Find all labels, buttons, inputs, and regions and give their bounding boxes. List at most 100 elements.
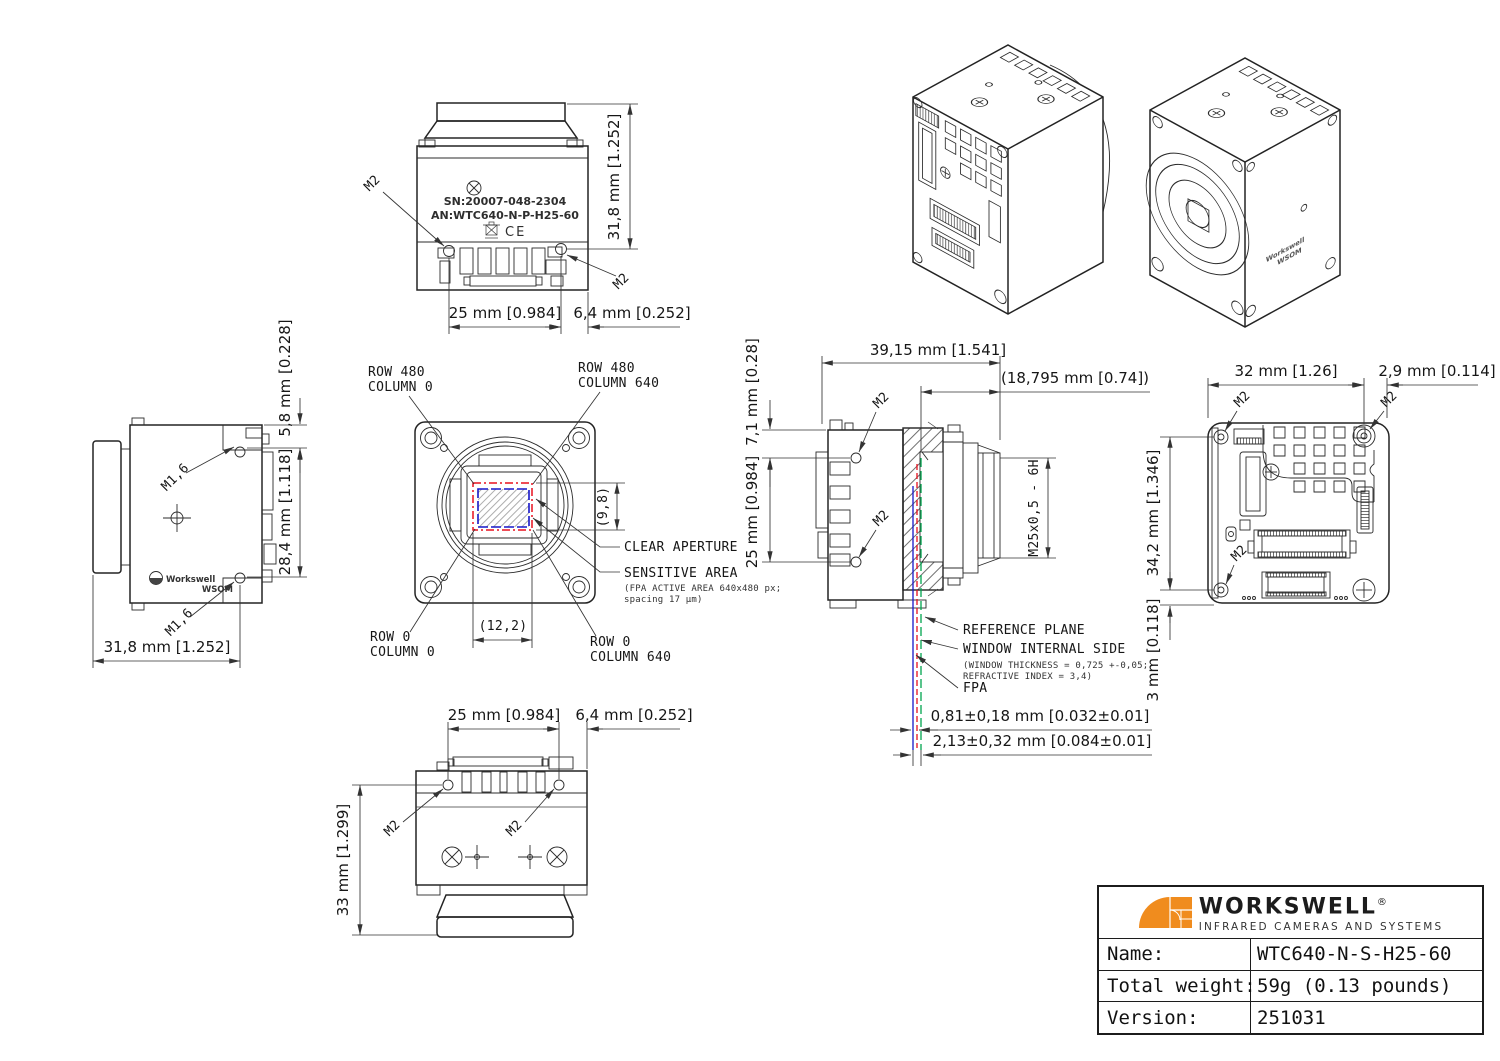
body-section bbox=[827, 429, 904, 601]
m2-tapped-hole-top bbox=[850, 452, 862, 464]
ce-mark: CE bbox=[505, 225, 526, 240]
sensor-corner-label: ROW 0 bbox=[370, 630, 411, 645]
lens-mount-rings bbox=[436, 436, 574, 574]
workswell-logo-icon bbox=[1138, 897, 1192, 928]
m2-hole-right bbox=[553, 779, 565, 791]
dim-label: (18,795 mm [0.74]) bbox=[1001, 369, 1149, 387]
m16-hole-top bbox=[234, 446, 246, 458]
dim-label: 25 mm [0.984] bbox=[743, 456, 761, 569]
workswell-side-logo: Workswell WSOM bbox=[149, 571, 233, 595]
thread-label: M2 bbox=[1378, 388, 1400, 410]
side-logo-model: WSOM bbox=[202, 585, 233, 595]
screw-head-icon bbox=[466, 180, 482, 196]
board-connector bbox=[469, 275, 537, 287]
bottom-slots bbox=[461, 771, 546, 793]
dim-label: 34,2 mm [1.346] bbox=[1144, 450, 1162, 577]
view-bottom: M2 M2 25 mm [0.984] 6,4 mm [0.252] 33 mm… bbox=[334, 706, 693, 938]
view-top: SN:20007-048-2304 AN:WTC640-N-P-H25-60 C… bbox=[361, 102, 691, 334]
iso-back-face-details bbox=[913, 97, 1008, 305]
side-connector-teeth bbox=[261, 451, 274, 511]
dim-label: 6,4 mm [0.252] bbox=[573, 304, 690, 322]
clear-aperture-label: CLEAR APERTURE bbox=[624, 540, 738, 555]
dim-label: 2,9 mm [0.114] bbox=[1378, 362, 1495, 380]
thread-label: M1,6 bbox=[159, 461, 193, 495]
thread-label: M2 bbox=[1231, 388, 1253, 410]
sensitive-area-note: (FPA ACTIVE AREA 640x480 px; bbox=[624, 584, 781, 594]
sensor-corner-label: COLUMN 640 bbox=[578, 376, 659, 391]
sensitive-area-rect bbox=[477, 488, 530, 528]
thread-label: M2 bbox=[870, 507, 892, 529]
dim-label: 6,4 mm [0.252] bbox=[575, 706, 692, 724]
sensitive-area-label: SENSITIVE AREA bbox=[624, 566, 738, 581]
dim-label: 5,8 mm [0.228] bbox=[276, 319, 294, 436]
brand-name: WORKSWELL bbox=[1198, 894, 1377, 920]
thread-label: M1,6 bbox=[163, 606, 197, 640]
right-component bbox=[545, 246, 567, 287]
sensor-corner-label: ROW 0 bbox=[590, 635, 631, 650]
view-back: M2 M2 M2 32 mm [1.26] 2,9 mm [0.114] 34,… bbox=[1144, 362, 1496, 701]
iso-top-face-details bbox=[970, 51, 1091, 107]
sensor-corner-label: COLUMN 640 bbox=[590, 650, 671, 665]
window-pocket bbox=[919, 451, 944, 563]
row-label: Version: bbox=[1099, 1002, 1251, 1034]
iso-view-front: Workswell WSOM bbox=[1145, 57, 1341, 328]
view-front: ROW 480 COLUMN 0 ROW 480 COLUMN 640 ROW … bbox=[368, 361, 781, 665]
dim-label: 7,1 mm [0.28] bbox=[743, 338, 761, 446]
camera-front-flange bbox=[414, 421, 596, 604]
window-note: (WINDOW THICKNESS = 0,725 +-0,05; bbox=[963, 661, 1148, 671]
heatsink-waffle bbox=[1273, 426, 1366, 493]
dim-label: 31,8 mm [1.252] bbox=[104, 638, 231, 656]
m2-hole-right bbox=[555, 243, 567, 255]
thread-label: M2 bbox=[610, 270, 632, 292]
m2-hole-left bbox=[442, 779, 454, 791]
left-component bbox=[437, 247, 455, 284]
iso-view-rear bbox=[912, 44, 1110, 315]
camera-body-top bbox=[416, 145, 589, 291]
article-number: AN:WTC640-N-P-H25-60 bbox=[431, 209, 579, 222]
m2-tapped-hole-bottom bbox=[850, 556, 862, 568]
thread-label: M2 bbox=[1228, 542, 1250, 564]
dim-label: 0,81±0,18 mm [0.032±0.01] bbox=[931, 707, 1150, 725]
dim-label: 39,15 mm [1.541] bbox=[870, 341, 1006, 359]
title-row-version: Version: 251031 bbox=[1099, 1002, 1482, 1034]
lens-barrel-section bbox=[942, 424, 1001, 586]
reference-plane-label: REFERENCE PLANE bbox=[963, 623, 1085, 638]
view-side: Workswell WSOM M1,6 M1,6 5,8 mm [0.228] … bbox=[92, 319, 307, 668]
dim-label: 33 mm [1.299] bbox=[334, 804, 352, 917]
window-internal-side-label: WINDOW INTERNAL SIDE bbox=[963, 642, 1126, 657]
lens-cap-side bbox=[92, 440, 122, 574]
dim-label: 2,13±0,32 mm [0.084±0.01] bbox=[933, 732, 1152, 750]
thread-label: M2 bbox=[361, 172, 383, 194]
fpa-label: FPA bbox=[963, 681, 987, 696]
brand-line: WORKSWELL® bbox=[1199, 892, 1443, 918]
camera-body-back bbox=[1207, 422, 1390, 604]
view-section: M2 M2 39,15 mm [1.541] (18,795 mm [0.74]… bbox=[743, 338, 1152, 766]
title-block-logo-row: WORKSWELL® INFRARED CAMERAS AND SYSTEMS bbox=[1099, 887, 1482, 939]
row-label: Total weight: bbox=[1099, 970, 1256, 1002]
m16-hole-bottom bbox=[234, 572, 246, 584]
dim-label: 32 mm [1.26] bbox=[1235, 362, 1338, 380]
serial-number: SN:20007-048-2304 bbox=[444, 195, 567, 208]
thread-label: M2 bbox=[381, 817, 403, 839]
weee-crossed-bin-icon bbox=[483, 221, 500, 239]
row-value: 251031 bbox=[1257, 1006, 1326, 1029]
thread-label: M2 bbox=[503, 817, 525, 839]
side-logo-brand: Workswell bbox=[166, 575, 215, 585]
sensor-corner-label: ROW 480 bbox=[578, 361, 635, 376]
dim-label: 25 mm [0.984] bbox=[449, 304, 562, 322]
row-value: 59g (0.13 pounds) bbox=[1257, 975, 1452, 997]
iso-top-face-details bbox=[1207, 65, 1330, 118]
dim-label: (9,8) bbox=[596, 487, 611, 528]
row-value: WTC640-N-S-H25-60 bbox=[1257, 943, 1452, 966]
window-note: REFRACTIVE INDEX = 3,4) bbox=[963, 672, 1092, 682]
title-row-name: Name: WTC640-N-S-H25-60 bbox=[1099, 939, 1482, 971]
iso-lens-face-details bbox=[1145, 116, 1250, 316]
sensor-corner-label: COLUMN 0 bbox=[370, 645, 435, 660]
dim-label: 31,8 mm [1.252] bbox=[605, 114, 623, 241]
side-connector-section bbox=[815, 451, 829, 529]
title-row-weight: Total weight: 59g (0.13 pounds) bbox=[1099, 970, 1482, 1003]
registered-mark: ® bbox=[1376, 897, 1387, 909]
m2-hole-left bbox=[443, 245, 455, 257]
camera-body-bottom bbox=[415, 770, 588, 886]
